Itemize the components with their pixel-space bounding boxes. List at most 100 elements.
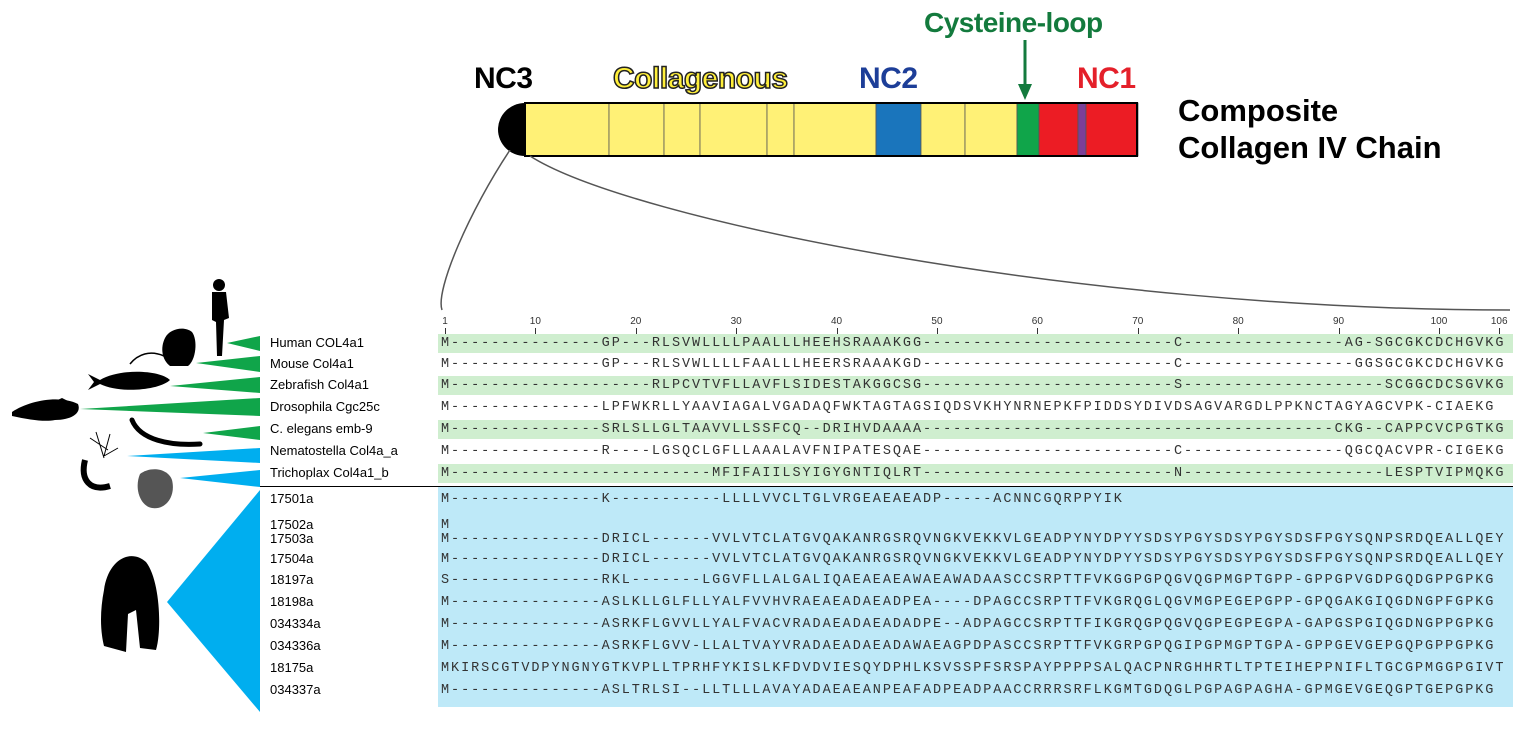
wedge-sponge xyxy=(167,490,260,712)
sequence-text: M---------------DRICL------VVLVTCLATGVQA… xyxy=(441,532,1506,547)
wedge-human xyxy=(227,336,260,351)
sequence-label: Zebrafish Col4a1 xyxy=(270,377,369,392)
alignment-row: M---------------DRICL------VVLVTCLATGVQA… xyxy=(438,530,1513,549)
chain-segment-cysteine-loop xyxy=(1016,102,1040,157)
sequence-label: 034337a xyxy=(270,682,321,697)
ruler-tick-mark xyxy=(1137,328,1139,334)
ruler-tick-mark xyxy=(1499,328,1501,334)
sponge-rows-background xyxy=(438,487,1513,707)
collagen-chain-diagram xyxy=(498,102,1139,157)
fly-silhouette-icon xyxy=(12,398,79,421)
ruler-tick-mark xyxy=(836,328,838,334)
alignment-row: M--------------------RLPCVTVFLLAVFLSIDES… xyxy=(438,376,1513,395)
sequence-text: M---------------ASRKFLGVV-LLALTVAYVRADAE… xyxy=(441,639,1496,654)
group-separator-line xyxy=(260,486,1513,487)
alignment-row: M---------------GP---RLSVWLLLLFAALLLHEER… xyxy=(438,355,1513,374)
wedge-c-elegans xyxy=(203,426,260,440)
ruler-tick-label: 100 xyxy=(1430,316,1448,327)
cysteine-loop-arrow-icon xyxy=(1018,40,1032,100)
ruler-tick-mark xyxy=(1238,328,1240,334)
sequence-label: 034336a xyxy=(270,638,321,653)
sequence-label: Trichoplax Col4a1_b xyxy=(270,465,389,480)
alignment-row: M---------------ASLTRLSI--LLTLLLAVAYADAE… xyxy=(438,681,1513,700)
chain-segment-collagenous xyxy=(524,102,610,157)
ruler-tick-mark xyxy=(736,328,738,334)
sequence-label: 18198a xyxy=(270,594,314,609)
ruler-tick-mark xyxy=(635,328,637,334)
alignment-row: MKIRSCGTVDPYNGNYGTKVPLLTPRHFYKISLKFDVDVI… xyxy=(438,659,1513,678)
sponge-silhouette-icon xyxy=(101,556,160,652)
ruler-tick-label: 10 xyxy=(529,316,541,327)
mouse-silhouette-icon xyxy=(129,328,196,366)
chain-segment-collagenous xyxy=(793,102,877,157)
cysteine-loop-label: Cysteine-loop xyxy=(924,7,1103,38)
sequence-label: Mouse Col4a1 xyxy=(270,356,354,371)
ruler-tick-label: 20 xyxy=(630,316,642,327)
sequence-text: M---------------R----LGSQCLGFLLAAALAVFNI… xyxy=(441,444,1506,459)
alignment-row: M---------------K-----------LLLLVVCLTGLV… xyxy=(438,490,1513,509)
chain-segment-collagenous xyxy=(608,102,665,157)
sequence-text: M---------------LPFWKRLLYAAVIAGALVGADAQF… xyxy=(441,400,1496,415)
chain-segment-collagenous xyxy=(766,102,795,157)
ruler-tick-mark xyxy=(1037,328,1039,334)
alignment-row: M---------------SRLSLLGLTAAVVLLSSFCQ--DR… xyxy=(438,420,1513,439)
ruler-tick-mark xyxy=(1438,328,1440,334)
chain-segment-nc2 xyxy=(875,102,922,157)
placozoan-silhouette-icon xyxy=(137,469,173,509)
ruler-tick-label: 106 xyxy=(1490,316,1508,327)
title-line-2: Collagen IV Chain xyxy=(1178,130,1442,165)
collagenous-label: Collagenous xyxy=(612,62,789,95)
nematode-silhouette-icon xyxy=(129,417,203,447)
ruler-tick-label: 40 xyxy=(830,316,843,327)
nc2-label: NC2 xyxy=(859,62,918,95)
alignment-row: M---------------R----LGSQCLGFLLAAALAVFNI… xyxy=(438,442,1513,461)
nc3-label: NC3 xyxy=(474,62,533,95)
ruler-tick-label: 70 xyxy=(1132,316,1144,327)
figure-title: Composite Collagen IV Chain xyxy=(1178,92,1442,166)
alignment-row: M---------------GP---RLSVWLLLLPAALLLHEEH… xyxy=(438,334,1513,353)
alignment-row: S---------------RKL-------LGGVFLLALGALIQ… xyxy=(438,571,1513,590)
alignment-row: M--------------------------MFIFAIILSYIGY… xyxy=(438,464,1513,483)
sequence-text: M--------------------RLPCVTVFLLAVFLSIDES… xyxy=(441,378,1506,393)
ruler-tick-mark xyxy=(936,328,938,334)
zebrafish-silhouette-icon xyxy=(88,371,170,390)
sequence-label: 18175a xyxy=(270,660,314,675)
sequence-label: C. elegans emb-9 xyxy=(270,421,373,436)
sequence-label: Nematostella Col4a_a xyxy=(270,443,398,458)
sequence-label: 17502a xyxy=(270,517,314,532)
alignment-row: M---------------DRICL------VVLVTCLATGVQA… xyxy=(438,550,1513,569)
sea-anemone-silhouette-icon xyxy=(80,431,119,491)
sequence-label: Drosophila Cgc25c xyxy=(270,399,380,414)
chain-segment-collagenous xyxy=(920,102,966,157)
sequence-text: M---------------DRICL------VVLVTCLATGVQA… xyxy=(441,552,1506,567)
ruler-tick-label: 1 xyxy=(442,316,448,327)
chain-segment-purple-band xyxy=(1077,102,1087,157)
sequence-text: S---------------RKL-------LGGVFLLALGALIQ… xyxy=(441,573,1496,588)
alignment-row: M---------------LPFWKRLLYAAVIAGALVGADAQF… xyxy=(438,398,1513,417)
title-line-1: Composite xyxy=(1178,93,1339,128)
sequence-text: M---------------ASRKFLGVVLLYALFVACVRADAE… xyxy=(441,617,1496,632)
sequence-text: MKIRSCGTVDPYNGNYGTKVPLLTPRHFYKISLKFDVDVI… xyxy=(441,661,1506,676)
sequence-text: M--------------------------MFIFAIILSYIGY… xyxy=(441,466,1506,481)
sequence-text: M xyxy=(441,518,452,533)
ruler-tick-label: 90 xyxy=(1332,316,1345,327)
chain-segment-collagenous xyxy=(964,102,1018,157)
sequence-label: 17501a xyxy=(270,491,314,506)
sequence-text: M---------------SRLSLLGLTAAVVLLSSFCQ--DR… xyxy=(441,422,1506,437)
ruler-tick-label: 60 xyxy=(1031,316,1043,327)
wedge-nematostella xyxy=(127,448,260,463)
wedge-drosophila xyxy=(80,398,260,416)
nc1-label: NC1 xyxy=(1077,62,1136,95)
chain-segment-nc1 xyxy=(1085,102,1139,157)
sequence-label: Human COL4a1 xyxy=(270,335,364,350)
zoom-connector-lines xyxy=(440,150,1511,311)
sequence-text: M---------------GP---RLSVWLLLLPAALLLHEEH… xyxy=(441,336,1506,351)
alignment-row: M xyxy=(438,516,1513,535)
wedge-trichoplax xyxy=(180,470,260,487)
human-silhouette-icon xyxy=(212,279,229,356)
organism-silhouettes xyxy=(12,279,229,652)
alignment-row: M---------------ASRKFLGVVLLYALFVACVRADAE… xyxy=(438,615,1513,634)
phylogeny-wedges xyxy=(80,336,260,712)
ruler-tick-mark xyxy=(535,328,537,334)
ruler-tick-mark xyxy=(1338,328,1340,334)
